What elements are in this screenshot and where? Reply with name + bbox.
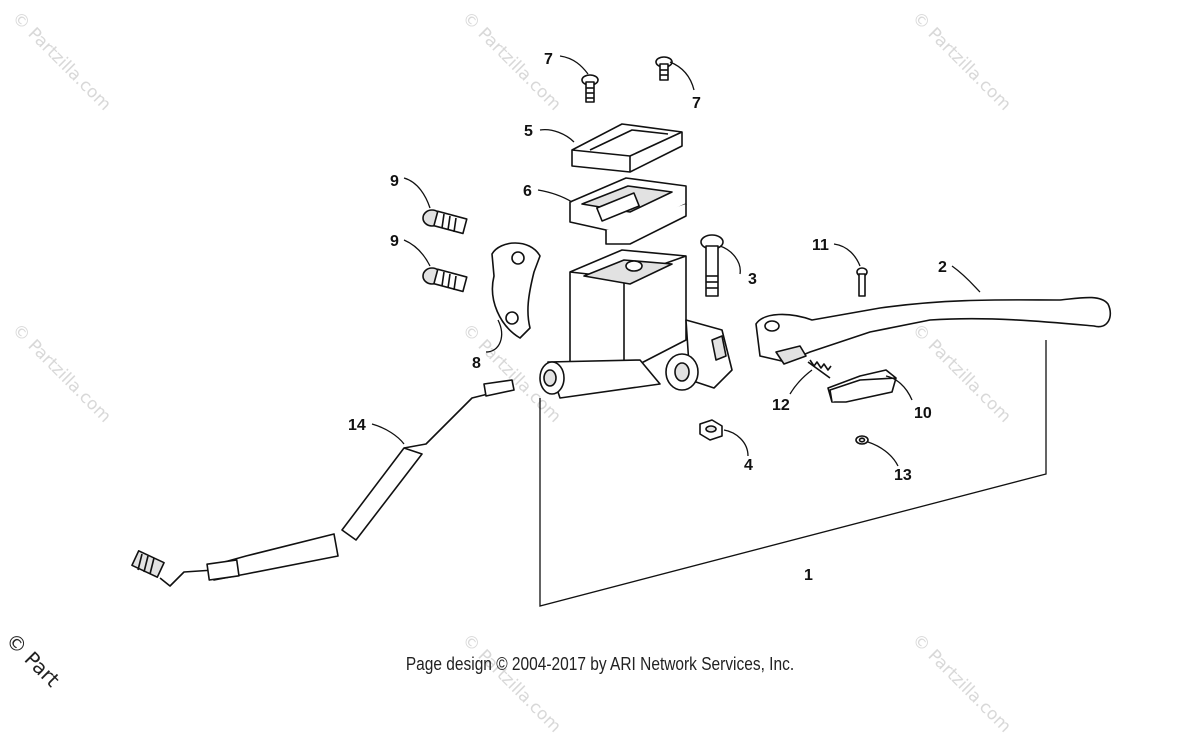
leader-11 [833, 243, 861, 267]
leader-12 [789, 369, 813, 395]
callout-6: 6 [523, 183, 532, 200]
callout-13: 13 [894, 467, 912, 484]
callout-12: 12 [772, 397, 790, 414]
screw-7-right [655, 56, 673, 81]
screw-7-left [581, 74, 599, 103]
callout-7-left: 7 [544, 51, 553, 68]
leader-7-left [559, 55, 589, 75]
handlebar-clamp-8 [491, 242, 541, 339]
leader-14 [371, 423, 405, 445]
brake-lever-2 [755, 296, 1112, 365]
callout-14: 14 [348, 417, 366, 434]
reservoir-cover-5 [571, 123, 683, 173]
leader-4 [723, 429, 749, 457]
assembly-bracket [539, 340, 1047, 607]
parts-diagram: © Partzilla.com © Partzilla.com © Partzi… [1, 8, 1112, 737]
adjuster-block-10 [827, 369, 897, 403]
pin-11 [856, 267, 868, 297]
callout-3: 3 [748, 271, 757, 288]
leader-8 [485, 319, 503, 353]
callout-9-upper: 9 [390, 173, 399, 190]
diagram-drawing: 7 7 5 6 9 9 3 8 11 2 12 10 4 13 14 1 [131, 51, 1112, 607]
leader-13 [867, 441, 899, 467]
leader-7-right [669, 61, 695, 91]
callout-9-lower: 9 [390, 233, 399, 250]
callout-10: 10 [914, 405, 932, 422]
leader-9-upper [403, 177, 431, 209]
brake-hose-14 [131, 379, 515, 587]
set-screw-9-lower [422, 267, 468, 293]
spring-12 [807, 359, 832, 379]
callout-11: 11 [812, 237, 829, 254]
callout-5: 5 [524, 123, 533, 140]
set-screw-9-upper [422, 209, 468, 235]
nut-4 [699, 419, 723, 441]
bolt-3 [700, 234, 724, 297]
leader-10 [885, 375, 913, 401]
leader-9-lower [403, 239, 431, 267]
leader-2 [951, 265, 981, 293]
callout-8: 8 [472, 355, 481, 372]
callout-2: 2 [938, 259, 947, 276]
leader-6 [537, 189, 573, 203]
callout-7-right: 7 [692, 95, 701, 112]
page-footer: Page design © 2004-2017 by ARI Network S… [405, 654, 795, 674]
washer-13 [855, 435, 869, 445]
leader-5 [539, 128, 575, 143]
callout-1: 1 [804, 567, 813, 584]
callout-4: 4 [744, 457, 753, 474]
diaphragm-6 [569, 177, 687, 245]
leader-3 [719, 245, 741, 275]
master-cylinder-body [539, 249, 733, 399]
